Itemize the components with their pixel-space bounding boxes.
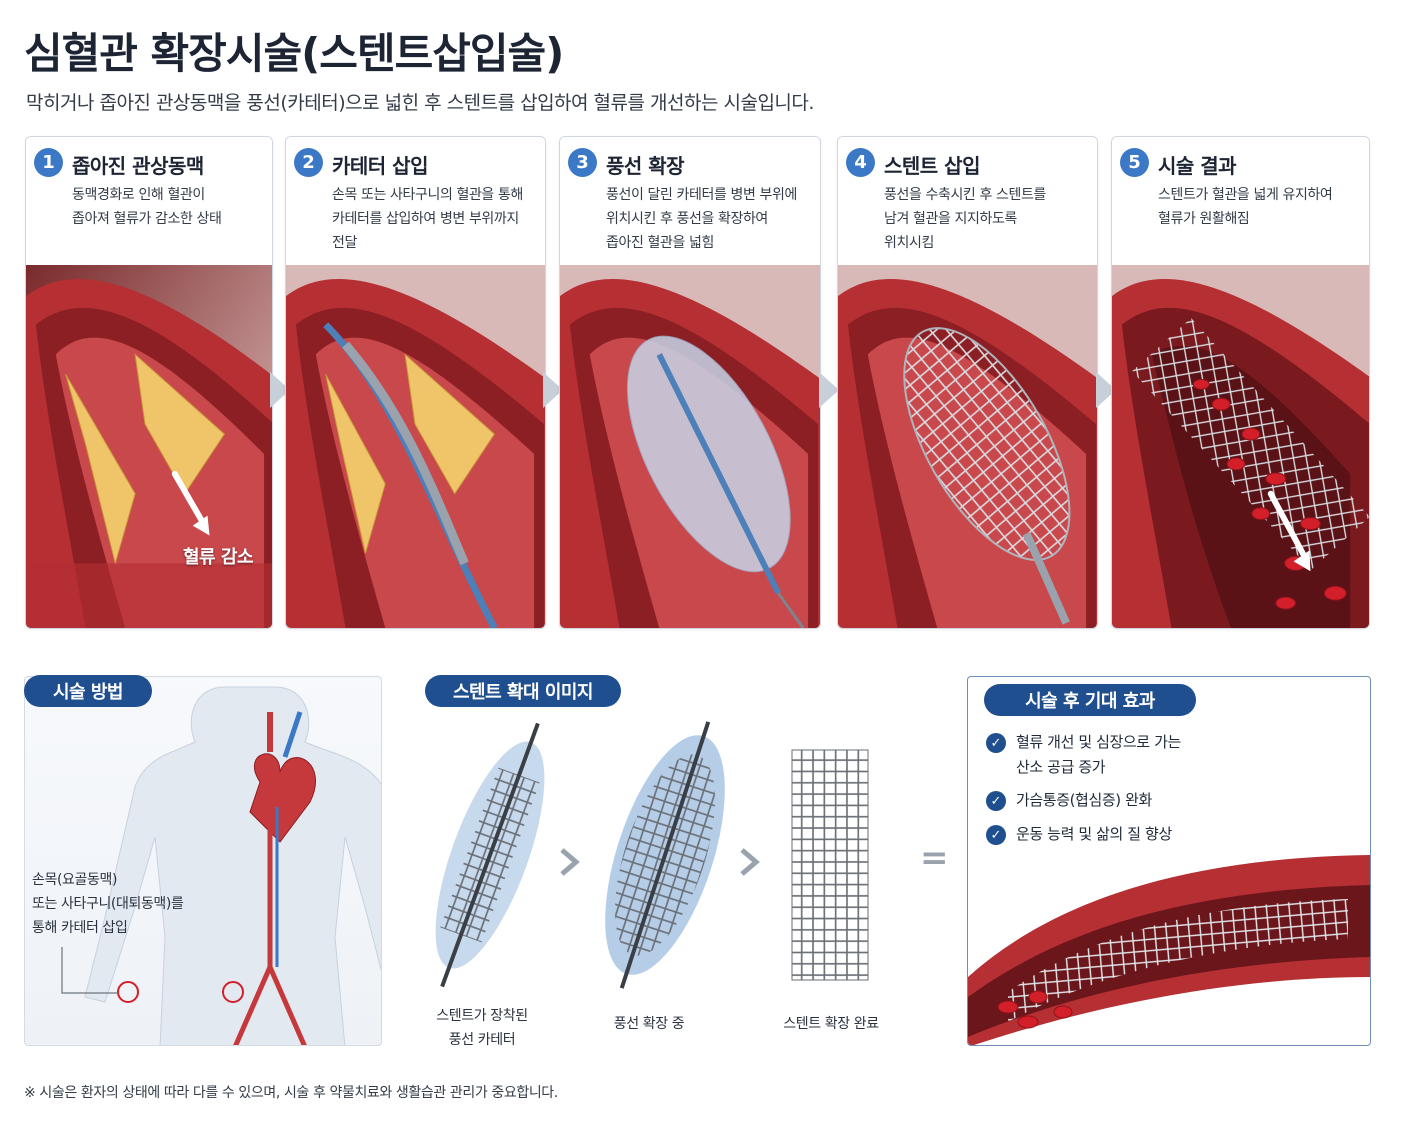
balloon-expansion-illustration <box>560 265 820 628</box>
step-number-badge: 4 <box>846 148 875 177</box>
step-description: 풍선을 수축시킨 후 스텐트를 남겨 혈관을 지지하도록 위치시킴 <box>884 187 1046 251</box>
narrowed-artery-illustration <box>26 265 272 628</box>
catheter-insertion-illustration <box>286 265 545 628</box>
effect-item: 가슴통증(협심증) 완화 <box>1016 791 1152 809</box>
step-title: 카테터 삽입 <box>332 154 428 178</box>
stent-stage-label: 스텐트 확장 완료 <box>783 1016 879 1032</box>
stent-stage-label: 풍선 확장 중 <box>613 1016 685 1032</box>
effect-item: 혈류 개선 및 심장으로 가는 산소 공급 증가 <box>1016 733 1181 776</box>
step-card-4: 4 스텐트 삽입 풍선을 수축시킨 후 스텐트를 남겨 혈관을 지지하도록 위치… <box>837 136 1098 629</box>
step-description: 풍선이 달린 카테터를 병변 부위에 위치시킨 후 풍선을 확장하여 좁아진 혈… <box>606 187 797 251</box>
step-number-badge: 1 <box>34 148 63 177</box>
stent-zoom-illustration <box>435 721 869 989</box>
step-card-3: 3 풍선 확장 풍선이 달린 카테터를 병변 부위에 위치시킨 후 풍선을 확장… <box>559 136 821 629</box>
step-card-5: 5 시술 결과 스텐트가 혈관을 넓게 유지하여 혈류가 원활해짐 <box>1111 136 1370 629</box>
procedure-method-panel <box>24 676 382 1046</box>
footer-note: ※ 시술은 환자의 상태에 따라 다를 수 있으며, 시술 후 약물치료와 생활… <box>24 1085 558 1101</box>
check-icon: ✓ <box>986 825 1006 845</box>
step-description: 스텐트가 혈관을 넓게 유지하여 혈류가 원활해짐 <box>1158 187 1333 227</box>
stent-placement-illustration <box>838 265 1097 628</box>
equals-sign: = <box>920 838 949 878</box>
step-number-badge: 2 <box>294 148 323 177</box>
restored-flow-illustration <box>1112 265 1369 628</box>
step-number-badge: 5 <box>1120 148 1149 177</box>
stent-zoom-heading: 스텐트 확대 이미지 <box>425 675 621 707</box>
step-title: 스텐트 삽입 <box>884 154 980 178</box>
step-card-2: 2 카테터 삽입 손목 또는 사타구니의 혈관을 통해 카테터를 삽입하여 병변… <box>285 136 546 629</box>
step-number-badge: 3 <box>568 148 597 177</box>
catheter-entry-note: 손목(요골동맥) 또는 사타구니(대퇴동맥)를 통해 카테터 삽입 <box>32 872 184 936</box>
stented-artery-illustration <box>968 855 1370 1045</box>
page-title: 심혈관 확장시술(스텐트삽입술) <box>24 29 564 78</box>
step-title: 시술 결과 <box>1158 154 1237 178</box>
body-vascular-illustration <box>61 686 381 1045</box>
expected-effects-heading: 시술 후 기대 효과 <box>984 684 1196 716</box>
blood-flow-reduced-label: 혈류 감소 <box>183 547 254 568</box>
step-arrow-icon <box>819 372 839 408</box>
check-icon: ✓ <box>986 791 1006 811</box>
check-icon: ✓ <box>986 733 1006 753</box>
procedure-method-heading: 시술 방법 <box>24 675 152 707</box>
expected-effects-panel <box>967 676 1371 1046</box>
step-card-1: 1 좁아진 관상동맥 동맥경화로 인해 혈관이 좁아져 혈류가 감소한 상태 혈… <box>25 136 273 629</box>
step-description: 손목 또는 사타구니의 혈관을 통해 카테터를 삽입하여 병변 부위까지 전달 <box>332 187 523 251</box>
step-arrow-icon <box>543 372 563 408</box>
step-title: 풍선 확장 <box>606 154 685 178</box>
effect-item: 운동 능력 및 삶의 질 향상 <box>1016 825 1172 843</box>
stent-stage-label: 스텐트가 장착된 풍선 카테터 <box>436 1008 528 1048</box>
step-title: 좁아진 관상동맥 <box>72 154 204 178</box>
page-subtitle: 막히거나 좁아진 관상동맥을 풍선(카테터)으로 넓힌 후 스텐트를 삽입하여 … <box>26 92 814 114</box>
step-description: 동맥경화로 인해 혈관이 좁아져 혈류가 감소한 상태 <box>72 187 222 227</box>
